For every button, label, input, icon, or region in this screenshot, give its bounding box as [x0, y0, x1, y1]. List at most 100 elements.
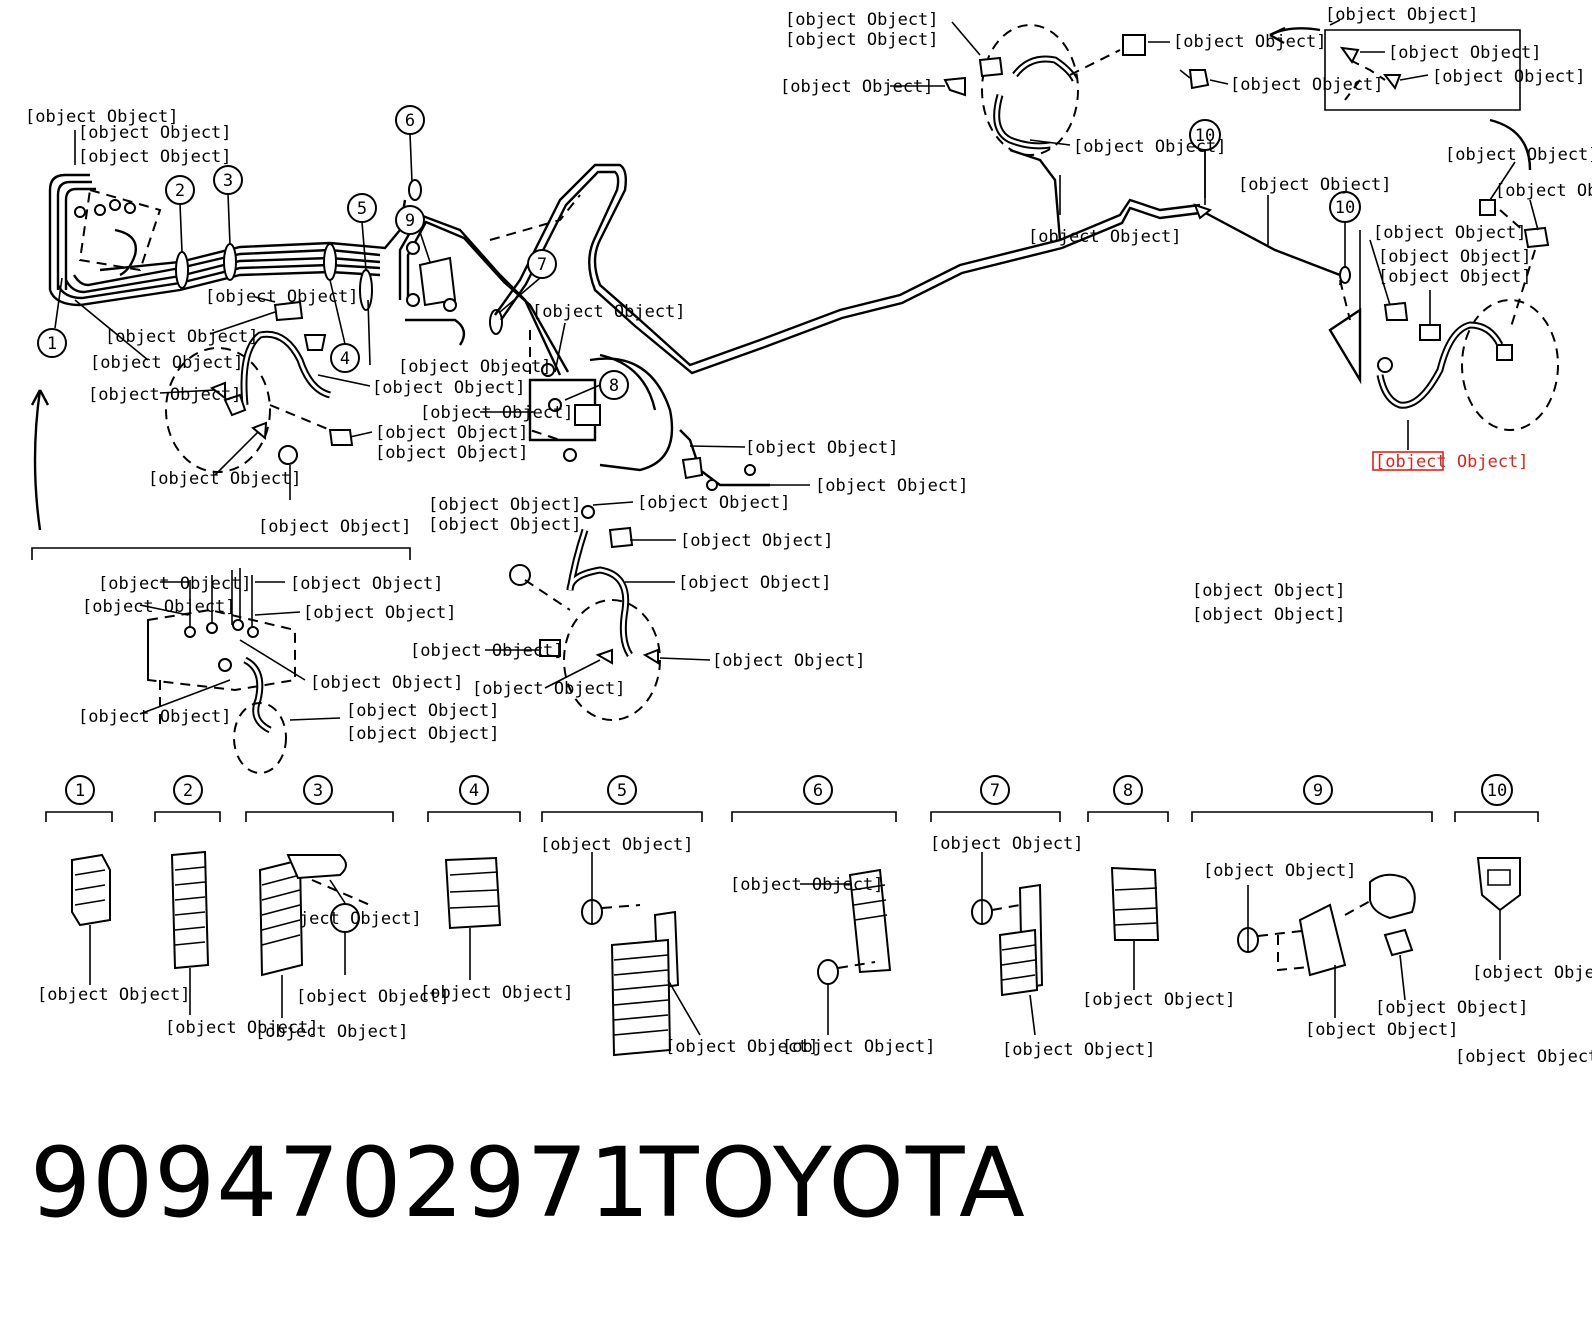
label-47318E-top: [object Object]	[1173, 32, 1327, 52]
front-right-hose	[509, 505, 661, 721]
part-labels: [object Object] [object Object] [object …	[25, 5, 1592, 744]
section-6: 6	[813, 781, 823, 801]
label-note1-range: [object Object]	[1192, 581, 1346, 601]
label-refer-to-2: [object Object]	[346, 701, 500, 721]
proportioning-valve	[405, 241, 466, 346]
label-90179-sec5: [object Object]	[540, 835, 694, 855]
callout-markers: 1 2 3 4 5 6 7 8 9 10 10 [object Object]	[37, 105, 1361, 933]
label-47319: [object Object]	[25, 107, 179, 127]
callout-9: 9	[395, 205, 431, 263]
label-note2-right: [object Object]	[1378, 267, 1532, 287]
label-47318D-right: [object Object]	[1445, 145, 1592, 165]
label-90468-left: [object Object]	[105, 327, 259, 347]
label-inset-47319: [object Object]	[82, 597, 236, 617]
label-47372: [object Object]	[255, 1022, 409, 1042]
label-47313P-1: [object Object]	[88, 385, 242, 405]
label-note1-right: [object Object]	[1378, 247, 1532, 267]
callout-6: 6	[395, 105, 425, 183]
label-90179-sec9: [object Object]	[1203, 861, 1357, 881]
brake-master-cylinder	[528, 330, 770, 491]
label-47312E: [object Object]	[1305, 1020, 1459, 1040]
label-note2-left: [object Object]	[375, 443, 529, 463]
clamp-9-drawing	[1237, 873, 1416, 1018]
section-5: 5	[617, 781, 627, 801]
label-refer-to-1: [object Object]	[78, 123, 232, 143]
inset-box-0101	[1269, 19, 1532, 171]
label-inset-47317: [object Object]	[303, 603, 457, 623]
callout-7: 7	[499, 249, 557, 313]
caption-part-number: 9094702971	[30, 1127, 651, 1239]
label-47375: [object Object]	[165, 1018, 319, 1038]
label-note2-mid: [object Object]	[428, 515, 582, 535]
label-range-0101: [object Object]	[1325, 5, 1479, 25]
callout-2-text: 2	[175, 181, 185, 201]
clamp-5-drawing	[581, 852, 701, 1057]
label-47313P-3: [object Object]	[712, 651, 866, 671]
label-90949-01A27: [object Object]	[1082, 990, 1236, 1010]
callout-1: 1	[37, 277, 67, 358]
rear-top-hose	[943, 24, 1210, 156]
callout-10a-text: 10	[1195, 126, 1215, 146]
clamp-1-drawing	[71, 853, 111, 985]
caption-brand: TOYOTA	[640, 1127, 1027, 1239]
label-47373B: [object Object]	[730, 875, 884, 895]
label-47321D: [object Object]	[1375, 998, 1529, 1018]
label-47318-left: [object Object]	[205, 287, 359, 307]
section-8: 8	[1123, 781, 1133, 801]
inset-detail-left	[30, 389, 411, 774]
clamp-3-drawing	[258, 854, 371, 1018]
callout-4: 4	[329, 279, 360, 373]
section-4: 4	[469, 781, 479, 801]
section-headers: 1 2 3 4 5 6 7 8 9 10	[45, 774, 1539, 822]
clamp-8-drawing	[1110, 866, 1160, 990]
section-2: 2	[183, 781, 193, 801]
label-47313P-4: [object Object]	[472, 679, 626, 699]
callout-10a: 10	[1189, 119, 1221, 198]
callout-3: 3	[213, 165, 243, 246]
label-47321: [object Object]	[1028, 227, 1182, 247]
rear-right-hose	[1193, 150, 1559, 431]
label-47324: [object Object]	[90, 353, 244, 373]
callout-4-text: 4	[340, 349, 350, 369]
label-note2-top: [object Object]	[785, 30, 939, 50]
section-3: 3	[313, 781, 323, 801]
label-inset-47318: [object Object]	[290, 574, 444, 594]
label-illust-2: [object Object]	[346, 724, 500, 744]
label-inset-47323: [object Object]	[78, 707, 232, 727]
label-47371B: [object Object]	[1002, 1040, 1156, 1060]
clamp-10-drawing	[1476, 857, 1521, 960]
label-note1-mid: [object Object]	[428, 495, 582, 515]
front-left-hose	[165, 300, 354, 473]
label-91611-B0614: [object Object]	[296, 987, 450, 1007]
label-47374B: [object Object]	[1472, 963, 1592, 983]
label-note1-left: [object Object]	[375, 423, 529, 443]
label-47317: [object Object]	[420, 403, 574, 423]
section-10: 10	[1487, 781, 1507, 801]
clamp-7-drawing	[971, 852, 1044, 1036]
callout-2: 2	[165, 175, 195, 253]
callout-1-text: 1	[47, 334, 57, 354]
clamp-2-drawing	[170, 850, 210, 1015]
callout-B: [object Object]	[268, 879, 422, 933]
highlighted-part-47319F[interactable]: [object Object]	[1372, 451, 1529, 472]
label-90179-sec7: [object Object]	[930, 834, 1084, 854]
label-47311: [object Object]	[815, 476, 969, 496]
label-47316: [object Object]	[532, 302, 686, 322]
section-9: 9	[1313, 781, 1323, 801]
callout-8-text: 8	[609, 376, 619, 396]
label-47322: [object Object]	[1238, 175, 1392, 195]
callout-5-text: 5	[357, 199, 367, 219]
clamp-4-drawing	[444, 856, 502, 980]
label-90468-right: [object Object]	[1373, 223, 1527, 243]
callout-6-text: 6	[405, 111, 415, 131]
label-90179-sec6: [object Object]	[782, 1037, 936, 1057]
label-note1-top: [object Object]	[785, 10, 939, 30]
highlight-box	[1372, 451, 1444, 471]
callout-5: 5	[347, 193, 377, 271]
label-472116-E: [object Object]	[1455, 1047, 1592, 1067]
label-47318E-inset1: [object Object]	[1388, 43, 1542, 63]
label-47313B-2: [object Object]	[410, 641, 564, 661]
label-90949-01A36: [object Object]	[420, 983, 574, 1003]
label-note2-range: [object Object]	[1192, 605, 1346, 625]
